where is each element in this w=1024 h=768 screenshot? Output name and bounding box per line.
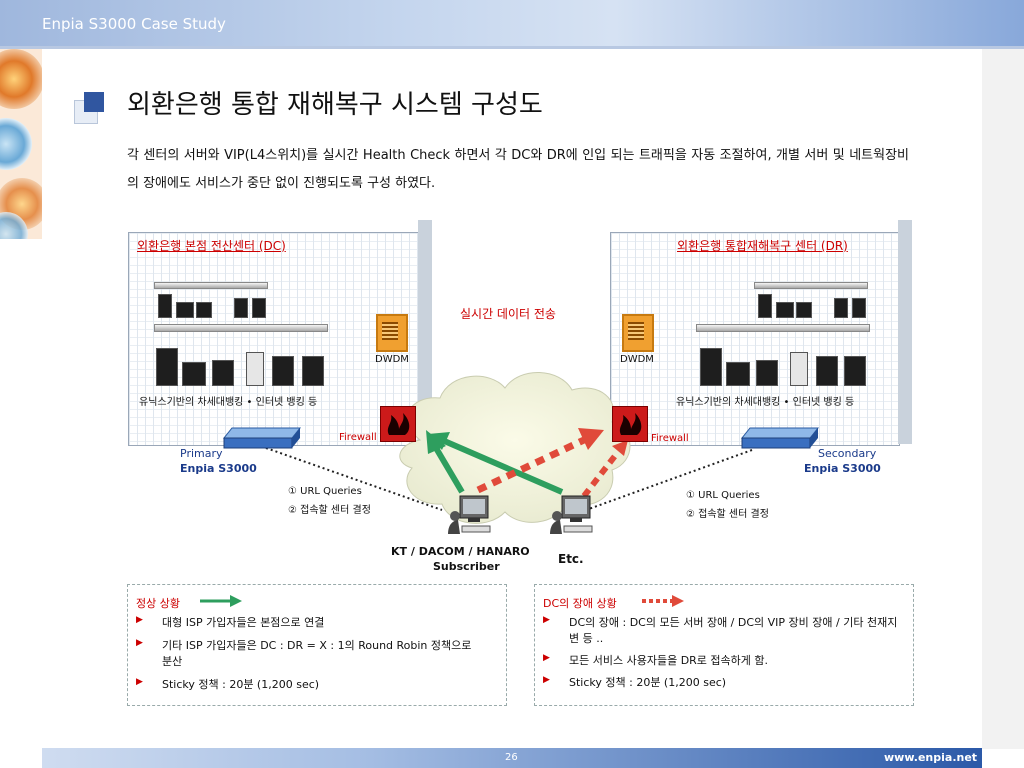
bullet-triangle-icon: ▶ (136, 638, 143, 648)
top-banner-divider (0, 46, 1024, 49)
top-banner (0, 0, 1024, 46)
dr-firewall-icon (612, 406, 648, 442)
failure-arrow-icon (642, 595, 684, 607)
page-number: 26 (505, 752, 518, 763)
failure-situation-title: DC의 장애 상황 (543, 597, 617, 610)
isp-user-pc-icon (446, 494, 492, 536)
dr-center-box (610, 232, 900, 446)
bullet-triangle-icon: ▶ (136, 615, 143, 625)
dr-firewall-label: Firewall (651, 433, 689, 444)
isp-subscriber-label-line2: Subscriber (433, 560, 500, 573)
dc-firewall-label: Firewall (339, 432, 377, 443)
dr-center-title: 외환은행 통합재해복구 센터 (DR) (677, 239, 848, 253)
dr-dwdm-label: DWDM (620, 354, 654, 365)
primary-step-2: ② 접속할 센터 결정 (288, 505, 371, 516)
isp-subscriber-label-line1: KT / DACOM / HANARO (391, 545, 530, 558)
dr-server-group (696, 278, 872, 388)
primary-step-1: ① URL Queries (288, 486, 362, 497)
normal-list: ▶ 대형 ISP 가입자들은 본점으로 연결 ▶ 기타 ISP 가입자들은 DC… (136, 615, 496, 693)
dr-box-depth (898, 220, 912, 444)
secondary-role-label: Secondary (818, 447, 877, 460)
failure-list: ▶ DC의 장애 : DC의 모든 서버 장애 / DC의 VIP 장비 장애 … (543, 615, 905, 691)
dc-box-depth (418, 220, 432, 444)
normal-situation-box (127, 584, 507, 706)
dr-dwdm-icon (622, 314, 654, 352)
secondary-enpia-appliance-icon (740, 424, 820, 450)
normal-arrow-icon (200, 595, 242, 607)
page-title: 외환은행 통합 재해복구 시스템 구성도 (127, 90, 543, 120)
normal-list-item: ▶ 대형 ISP 가입자들은 본점으로 연결 (136, 615, 325, 629)
bullet-triangle-icon: ▶ (543, 615, 550, 625)
primary-enpia-appliance-icon (222, 424, 302, 450)
realtime-transfer-label: 실시간 데이터 전송 (460, 307, 556, 321)
etc-subscriber-label: Etc. (558, 552, 584, 566)
dc-server-group (154, 278, 330, 388)
dr-server-caption: 유닉스기반의 차세대뱅킹 • 인터넷 뱅킹 등 (676, 397, 855, 408)
header-title: Enpia S3000 Case Study (42, 15, 226, 33)
failure-list-item: ▶ 모든 서비스 사용자들을 DR로 접속하게 함. (543, 653, 769, 667)
primary-product-label: Enpia S3000 (180, 462, 257, 475)
secondary-step-2: ② 접속할 센터 결정 (686, 509, 769, 520)
dc-firewall-icon (380, 406, 416, 442)
secondary-step-1: ① URL Queries (686, 490, 760, 501)
dc-center-title: 외환은행 본점 전산센터 (DC) (137, 239, 286, 253)
intro-paragraph: 각 센터의 서버와 VIP(L4스위치)를 실시간 Health Check 하… (127, 148, 909, 191)
etc-user-pc-icon (548, 494, 594, 536)
failure-traffic-arrows (476, 428, 628, 498)
dc-server-caption: 유닉스기반의 차세대뱅킹 • 인터넷 뱅킹 등 (139, 397, 318, 408)
bullet-triangle-icon: ▶ (543, 653, 550, 663)
footer-bar (42, 748, 982, 768)
normal-traffic-arrows (426, 430, 564, 495)
primary-query-link (265, 447, 443, 511)
dc-dwdm-label: DWDM (375, 354, 409, 365)
primary-role-label: Primary (180, 447, 223, 460)
failure-list-item: ▶ Sticky 정책 : 20분 (1,200 sec) (543, 675, 727, 689)
right-margin-strip (982, 49, 1024, 749)
bullet-triangle-icon: ▶ (543, 675, 550, 685)
dc-dwdm-icon (376, 314, 408, 352)
normal-list-item: ▶ 기타 ISP 가입자들은 DC : DR = X : 1의 Round Ro… (136, 638, 472, 668)
film-reel-decoration-icon (0, 49, 42, 239)
normal-situation-title: 정상 상황 (136, 597, 180, 610)
failure-situation-box (534, 584, 914, 706)
normal-list-item: ▶ Sticky 정책 : 20분 (1,200 sec) (136, 677, 320, 691)
bullet-triangle-icon: ▶ (136, 677, 143, 687)
failure-list-item: ▶ DC의 장애 : DC의 모든 서버 장애 / DC의 VIP 장비 장애 … (543, 615, 898, 645)
secondary-product-label: Enpia S3000 (804, 462, 881, 475)
title-bullet-icon (74, 92, 104, 124)
website-link[interactable]: www.enpia.net (884, 751, 978, 764)
dc-center-box (128, 232, 420, 446)
